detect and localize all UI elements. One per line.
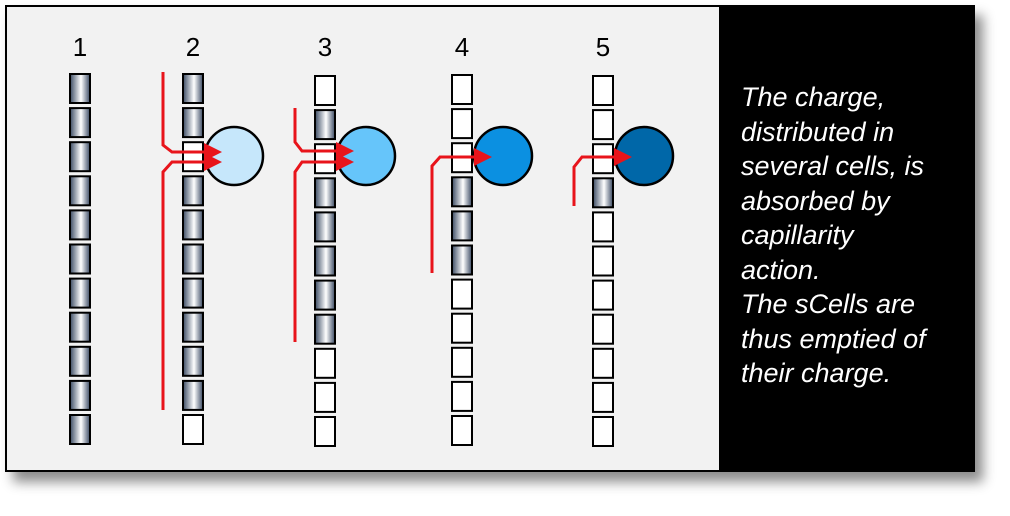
filled-cell [182, 175, 204, 207]
filled-cell [69, 141, 91, 173]
caption-line: distributed in [741, 116, 895, 147]
filled-cell [314, 109, 336, 141]
empty-cell [592, 347, 614, 379]
filled-cell [69, 73, 91, 104]
stage-5: 5 [572, 32, 675, 447]
caption-line: action. [741, 254, 821, 285]
caption-line: absorbed by [741, 185, 890, 216]
filled-cell [314, 279, 336, 311]
filled-cell [182, 345, 204, 377]
filled-cell [69, 243, 91, 275]
filled-cell [314, 177, 336, 209]
stage-label: 4 [455, 32, 469, 62]
empty-cell [314, 75, 336, 106]
stage-label: 3 [318, 32, 332, 62]
filled-cell [69, 277, 91, 309]
caption-line: thus emptied of [741, 323, 926, 354]
filled-cell [182, 107, 204, 139]
flow-arrow [161, 72, 222, 161]
filled-cell [314, 313, 336, 345]
filled-cell [314, 245, 336, 277]
filled-cell [69, 107, 91, 139]
filled-cell [69, 311, 91, 343]
empty-cell [314, 347, 336, 379]
empty-cell [314, 381, 336, 413]
filled-cell [182, 73, 204, 104]
empty-cell [182, 141, 204, 173]
empty-cell [182, 414, 204, 445]
filled-cell [182, 277, 204, 309]
empty-cell [592, 211, 614, 243]
caption-line: The charge, [741, 82, 886, 112]
empty-cell [592, 313, 614, 345]
stage-2: 2 [161, 32, 265, 445]
empty-cell [592, 143, 614, 175]
filled-cell [451, 244, 473, 276]
empty-cell [451, 346, 473, 378]
filled-cell [69, 414, 91, 445]
caption-line: The sCells are [741, 289, 916, 319]
empty-cell [592, 381, 614, 413]
empty-cell [451, 74, 473, 105]
absorbing-droplet [335, 125, 397, 187]
flow-arrow [293, 108, 354, 160]
empty-cell [451, 380, 473, 412]
empty-cell [592, 279, 614, 311]
empty-cell [592, 109, 614, 141]
flow-arrow [572, 148, 632, 206]
stage-label: 2 [186, 32, 200, 62]
empty-cell [451, 278, 473, 310]
stage-label: 1 [73, 32, 87, 62]
empty-cell [451, 312, 473, 344]
filled-cell [69, 209, 91, 241]
flow-arrow [430, 148, 492, 273]
filled-cell [69, 345, 91, 377]
filled-cell [451, 176, 473, 208]
caption-line: capillarity [741, 220, 854, 250]
flow-arrow [293, 153, 354, 342]
flow-arrow [161, 153, 222, 410]
filled-cell [314, 211, 336, 243]
stage-1: 1 [69, 32, 91, 445]
stage-4: 4 [430, 32, 534, 446]
absorbing-droplet [203, 125, 265, 187]
empty-cell [592, 245, 614, 277]
empty-cell [451, 108, 473, 140]
empty-cell [592, 75, 614, 106]
empty-cell [314, 143, 336, 175]
filled-cell [592, 177, 614, 209]
caption-line: several cells, is [741, 151, 925, 181]
filled-cell [182, 243, 204, 275]
filled-cell [182, 311, 204, 343]
caption-line: their charge. [741, 358, 892, 388]
filled-cell [182, 379, 204, 411]
stage-3: 3 [293, 32, 397, 447]
stage-label: 5 [596, 32, 610, 62]
filled-cell [451, 210, 473, 242]
empty-cell [451, 415, 473, 446]
filled-cell [69, 175, 91, 207]
caption: The charge, distributed in several cells, … [741, 80, 971, 391]
empty-cell [592, 416, 614, 447]
filled-cell [182, 209, 204, 241]
empty-cell [314, 416, 336, 447]
filled-cell [69, 379, 91, 411]
